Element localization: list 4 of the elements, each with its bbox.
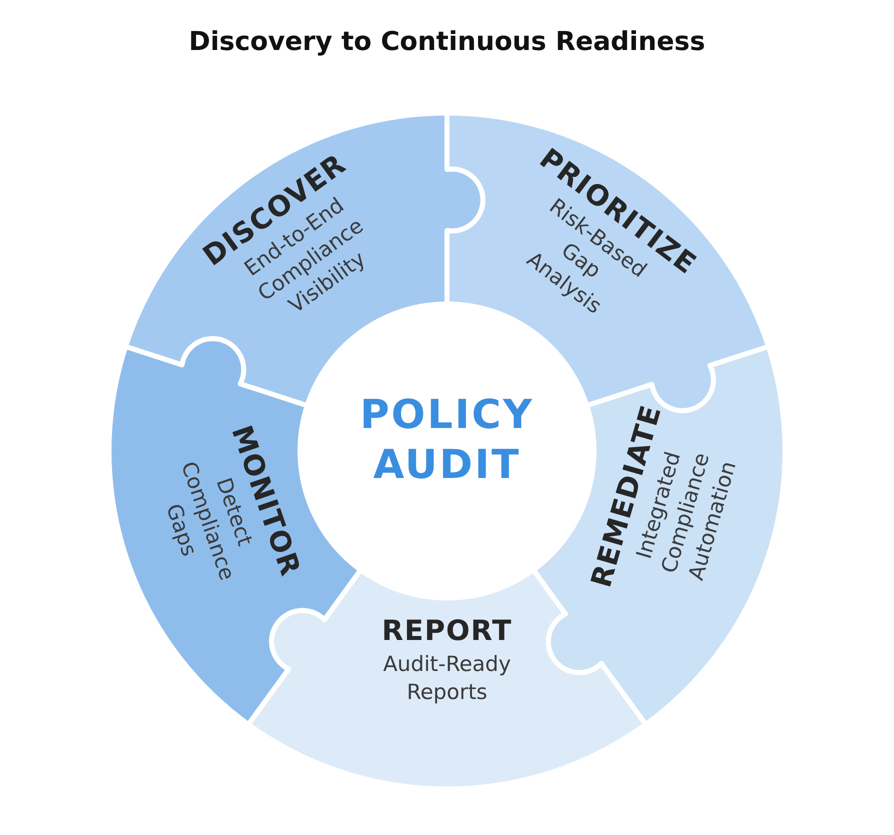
segment-description: Audit-Ready Reports — [382, 651, 512, 706]
center-label: POLICY AUDIT — [358, 391, 535, 490]
segment-heading: REPORT — [382, 614, 512, 648]
diagram-title: Discovery to Continuous Readiness — [188, 26, 706, 58]
